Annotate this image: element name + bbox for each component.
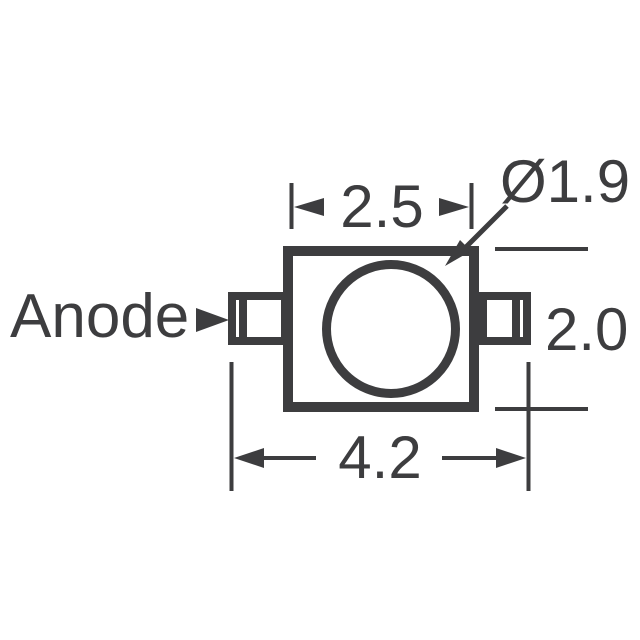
dim-body-width: 2.5 (289, 173, 474, 240)
dim-overall-width-arrow-right-icon (496, 448, 526, 468)
dim-lens-diameter-label: Ø1.9 (500, 148, 630, 215)
led-body-outline (283, 246, 479, 412)
dim-overall-width: 4.2 (229, 362, 531, 491)
dim-body-height-label: 2.0 (545, 296, 628, 363)
dim-body-width-label: 2.5 (340, 173, 423, 240)
anode-annotation: Anode (10, 282, 229, 351)
anode-pointer-arrow-icon (196, 308, 229, 332)
led-lens-circle (322, 260, 460, 398)
dim-lens-diameter-arrowhead-icon (445, 240, 471, 266)
dim-overall-width-label: 4.2 (338, 424, 421, 491)
dim-body-height: 2.0 (495, 247, 628, 411)
dim-lens-diameter: Ø1.9 (445, 148, 630, 266)
dim-body-width-arrow-left-icon (294, 198, 324, 216)
right-lead (479, 292, 531, 345)
dim-overall-width-arrow-left-icon (234, 448, 264, 468)
led-package-outline (228, 246, 531, 412)
anode-label: Anode (10, 282, 189, 351)
dim-body-width-arrow-right-icon (439, 198, 469, 216)
